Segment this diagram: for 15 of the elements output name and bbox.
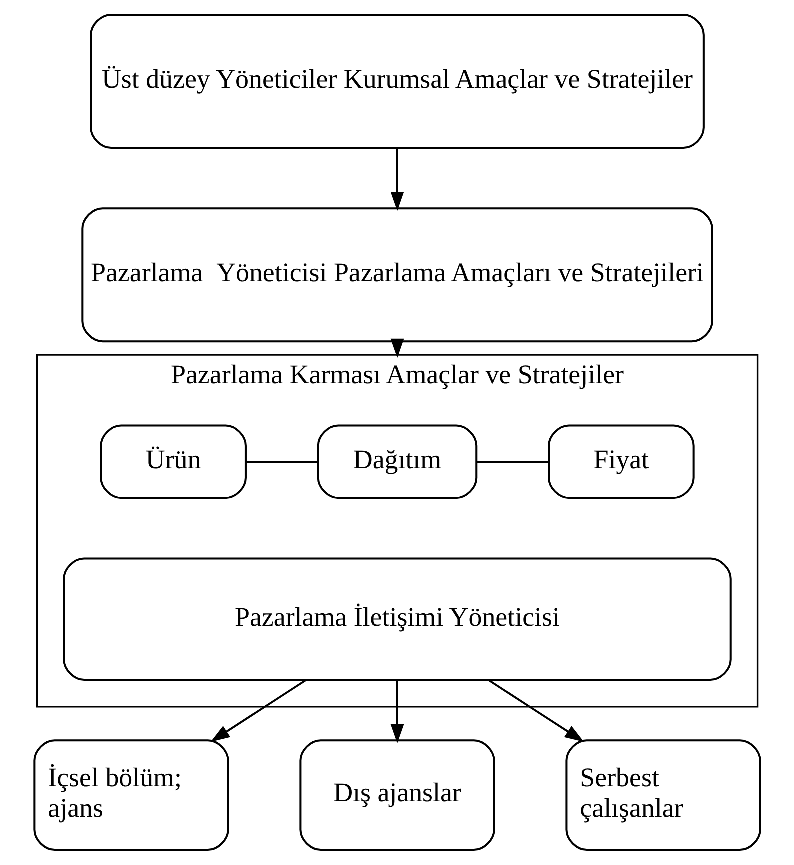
arrow: [210, 680, 306, 742]
node-box: Fiyat: [548, 424, 694, 500]
arrow: [390, 148, 404, 212]
node-box: Dış ajanslar: [299, 740, 495, 852]
node-box: İçsel bölüm; ajans: [33, 740, 229, 852]
node-box: Üst düzey Yöneticiler Kurumsal Amaçlar ve Stratejiler: [90, 14, 704, 149]
arrow: [390, 680, 404, 744]
connector: [476, 460, 548, 463]
node-box: Dağıtım: [316, 424, 478, 500]
connector: [246, 460, 318, 463]
arrow: [390, 338, 404, 358]
node-box: Pazarlama İletişimi Yöneticisi: [62, 558, 732, 681]
node-box: Ürün: [100, 424, 246, 500]
arrow: [488, 680, 584, 742]
node-box: Serbest çalışanlar: [565, 740, 761, 852]
